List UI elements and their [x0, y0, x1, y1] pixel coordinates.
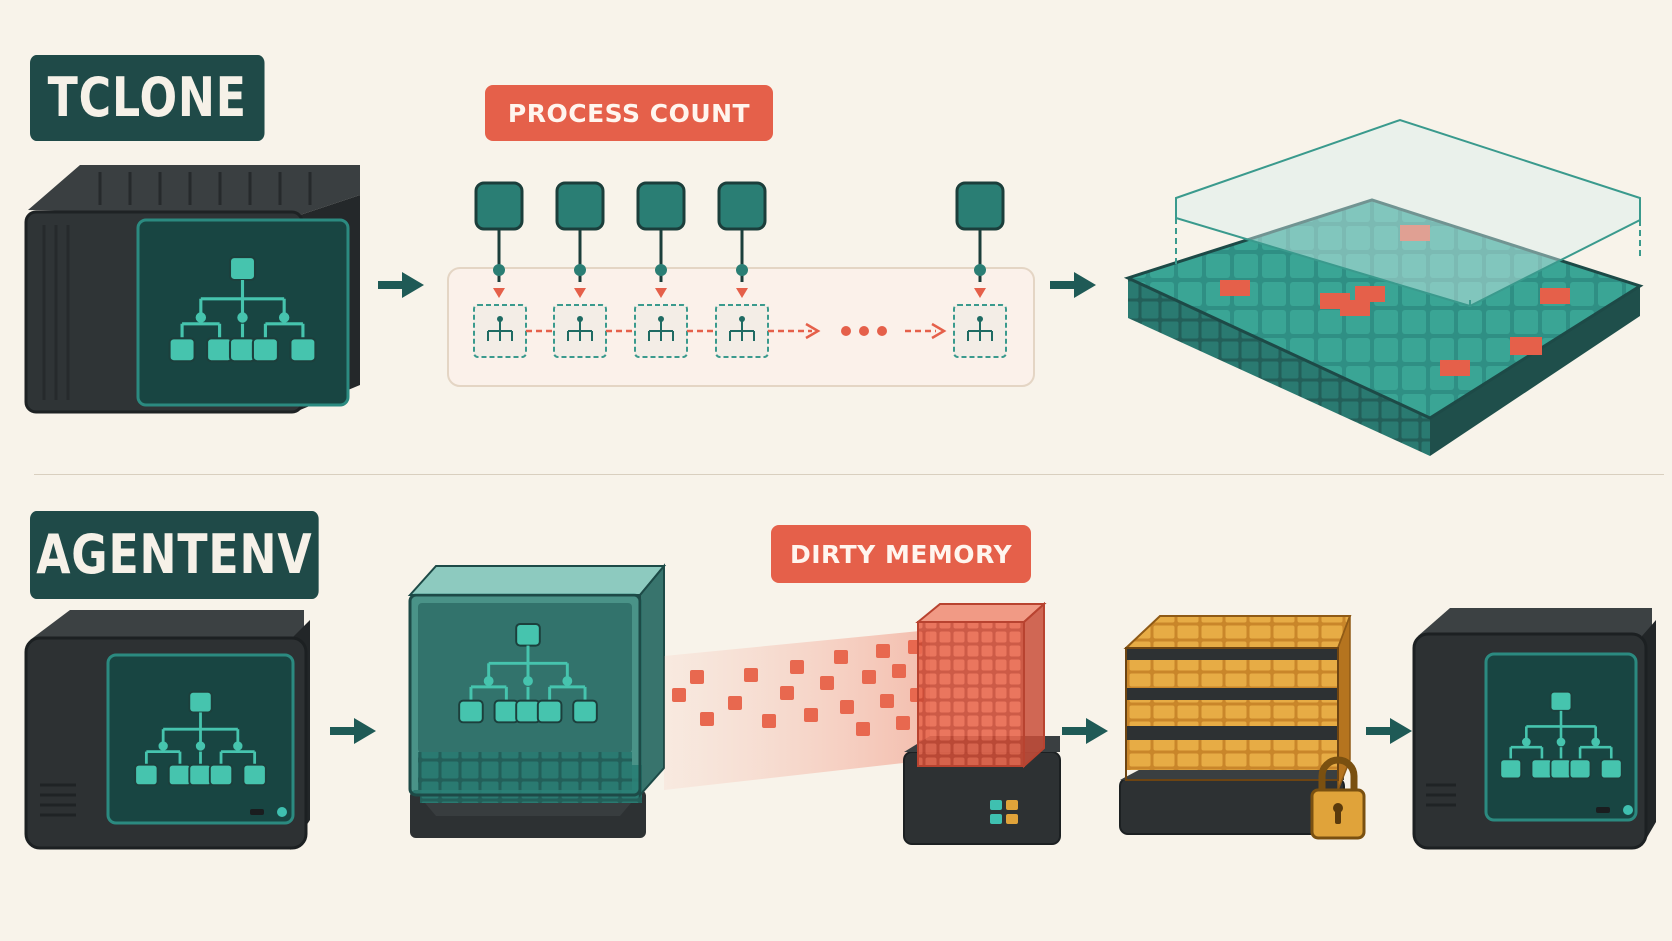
process-node-1 — [473, 181, 527, 358]
memory-grid-slab — [1123, 118, 1644, 456]
process-fanout — [447, 181, 1035, 387]
flow-arrow-icon-4 — [1062, 718, 1108, 744]
process-count-callout: PROCESS COUNT — [485, 85, 773, 141]
tclone-label: TCLONE — [30, 55, 265, 141]
section-divider — [34, 474, 1664, 475]
agentenv-target-device — [1412, 608, 1656, 850]
flow-arrow-icon-3 — [330, 718, 376, 744]
flow-arrow-icon-5 — [1366, 718, 1412, 744]
padlock-icon — [1310, 756, 1366, 840]
agentenv-snapshot-block — [407, 563, 667, 838]
dirty-memory-callout: DIRTY MEMORY — [771, 525, 1031, 583]
process-node-4 — [715, 181, 769, 358]
dirty-memory-stream — [664, 630, 930, 790]
flow-arrow-icon-1 — [378, 272, 424, 298]
process-node-2 — [553, 181, 607, 358]
process-node-3 — [634, 181, 688, 358]
locked-snapshot-stack — [1119, 615, 1366, 840]
tclone-container-device — [24, 165, 360, 414]
agentenv-label: AGENTENV — [30, 511, 319, 599]
dirty-memory-store — [903, 601, 1061, 845]
agentenv-source-device — [24, 610, 310, 850]
flow-arrow-icon-2 — [1050, 272, 1096, 298]
dirty-page-markers — [1220, 225, 1570, 376]
process-node-n — [953, 181, 1007, 358]
